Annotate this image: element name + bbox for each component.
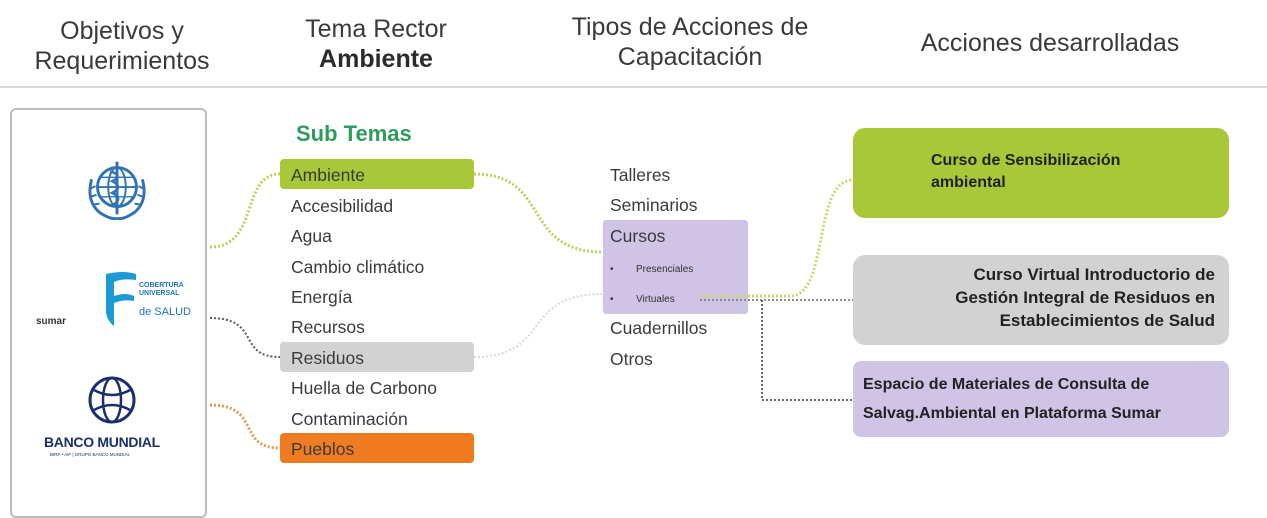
tipo-item: Seminarios [610,195,698,215]
subtema-highlight-pueblos [280,433,474,463]
connector-virtuales-sensibilizacion [700,178,854,298]
accion-curso-virtual-line3: Establecimientos de Salud [999,311,1215,330]
accion-curso-virtual-residuos: Curso Virtual Introductorio de Gestión I… [853,255,1229,345]
accion-sensibilizacion-line2: ambiental [931,174,1006,191]
header-tema-rector-line2: Ambiente [319,45,433,73]
subtema-item: Residuos [291,348,364,368]
subtema-item: Accesibilidad [291,196,394,216]
who-emblem-icon [88,161,146,221]
accion-espacio-line1: Espacio de Materiales de Consulta de [863,376,1150,393]
header-tema-rector-line1: Tema Rector [305,15,447,43]
accion-espacio-materiales: Espacio de Materiales de Consulta de Sal… [853,361,1229,437]
world-bank-subtitle: BIRF • AIF | GRUPO BANCO MUNDIAL [50,452,131,457]
header-acciones: Acciones desarrolladas [920,29,1180,57]
connector-lines [209,172,854,450]
bullet-icon: • [610,294,614,305]
accion-sensibilizacion-line1: Curso de Sensibilización [931,152,1121,169]
tipo-item: Otros [610,349,653,369]
subtema-highlight-residuos [280,342,474,372]
header-divider [0,86,1267,88]
sumar-logo-text: sumar [36,316,67,327]
subtema-item: Contaminación [291,409,408,429]
connector-bm-pueblos [209,403,281,450]
header-tipos-line1: Tipos de Acciones de [571,13,809,41]
header-tema-rector: Tema Rector Ambiente [276,14,476,74]
cobertura-logo-text: COBERTURA UNIVERSAL [139,282,184,298]
header-objetivos: Objetivos y Requerimientos [22,16,222,76]
accion-sensibilizacion: Curso de Sensibilización ambiental [853,128,1229,218]
cursos-sub-item: Presenciales [636,264,694,275]
accion-curso-virtual-line1: Curso Virtual Introductorio de [973,265,1215,284]
world-bank-globe-icon [88,376,136,424]
subtema-highlight-ambiente [280,159,474,189]
subtema-item: Energía [291,287,353,307]
header-tipos-line2: Capacitación [617,43,763,71]
cobertura-line2: UNIVERSAL [139,290,180,297]
connector-who-ambiente [209,172,281,249]
accion-espacio-line2: Salvag.Ambiental en Plataforma Sumar [863,405,1161,422]
cursos-sub-item: Virtuales [636,294,675,305]
world-bank-name: BANCO MUNDIAL [44,434,160,450]
accion-curso-virtual-line2: Gestión Integral de Residuos en [955,288,1215,307]
subtema-item: Huella de Carbono [291,378,437,398]
cursos-highlight [603,220,748,314]
header-tipos: Tipos de Acciones de Capacitación [545,12,835,72]
bullet-icon: • [610,264,614,275]
connector-residuos-virtuales [473,293,604,358]
subtema-item: Recursos [291,317,365,337]
connector-virtuales-espacio [761,300,853,401]
subtema-item: Agua [291,226,332,246]
connector-sumar-residuos [209,317,281,358]
subtema-item: Pueblos [291,439,355,459]
connector-ambiente-cursos [473,172,604,254]
tipo-item: Talleres [610,165,671,185]
cobertura-line3: de SALUD [139,306,191,318]
cobertura-universal-salud-logo-icon [106,272,136,326]
subtema-item: Ambiente [291,165,365,185]
tipo-item: Cuadernillos [610,318,708,338]
header-objetivos-line1: Objetivos y [60,17,184,45]
header-objetivos-line2: Requerimientos [34,47,210,75]
subtema-item: Cambio climático [291,257,425,277]
subtemas-title: Sub Temas [296,121,412,146]
tipo-item: Cursos [610,226,666,246]
cobertura-line1: COBERTURA [139,282,184,289]
